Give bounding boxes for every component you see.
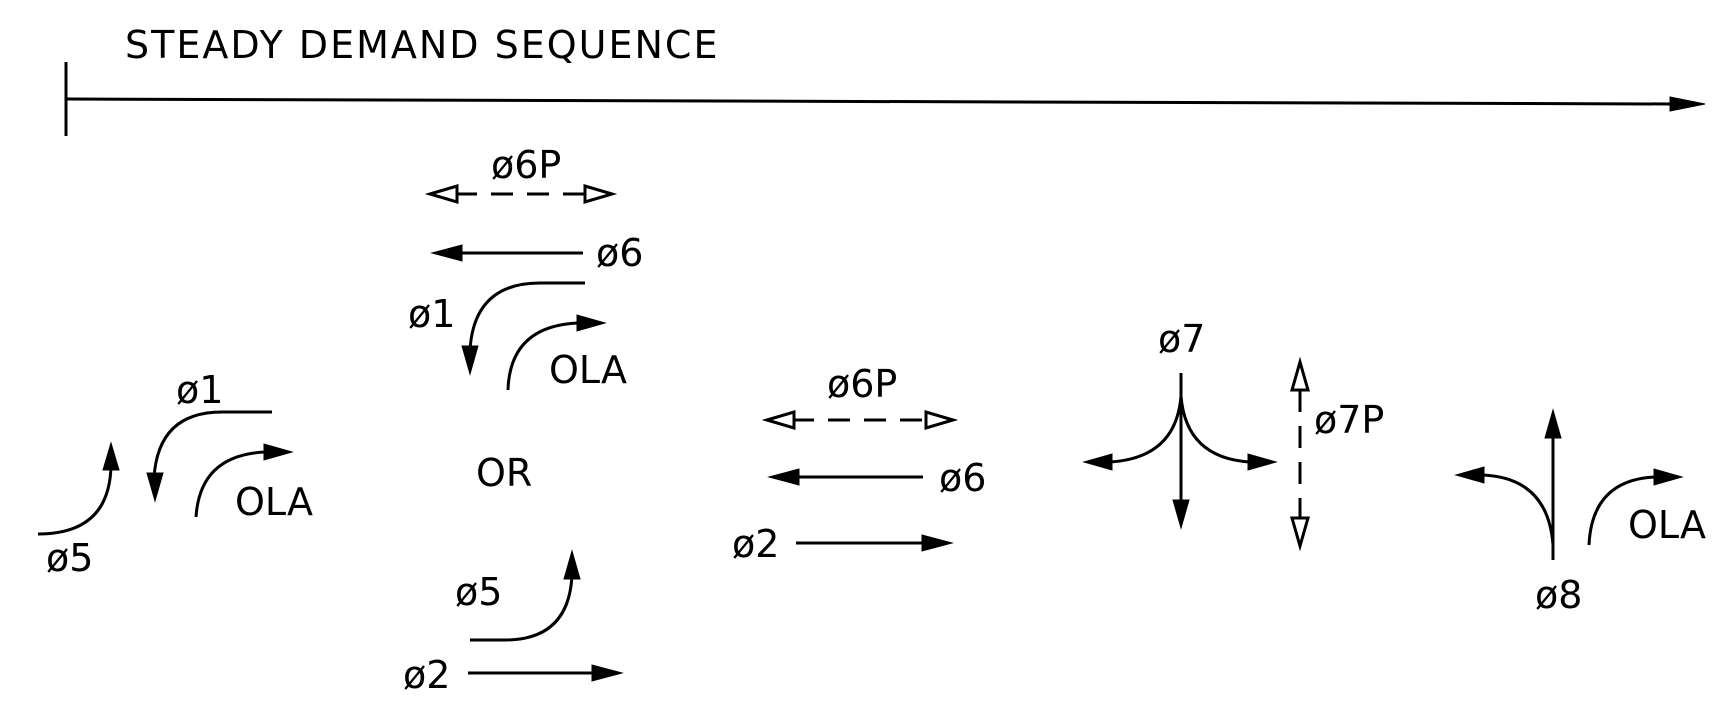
label-g4-phi7: ø7 [1158, 317, 1205, 361]
ped-arrowhead-up [1290, 356, 1310, 392]
left-turn-arrow-phi5 [37, 464, 113, 536]
overlap-arrowhead [263, 443, 294, 461]
label-g1-ola: OLA [235, 480, 313, 524]
label-g1-phi1: ø1 [176, 368, 223, 412]
overlap-arrowhead [1653, 468, 1684, 486]
ped-arrowhead-down [1290, 516, 1310, 552]
phi7-down-arrowhead [1172, 499, 1190, 530]
label-g3-phi6p: ø6P [827, 362, 897, 406]
label-g2-phi5: ø5 [455, 570, 502, 614]
overlap-right-turn-arrow [194, 450, 266, 518]
ped-arrowhead-left [761, 409, 796, 431]
label-g3-phi6: ø6 [939, 456, 986, 500]
label-g3-phi2: ø2 [732, 522, 779, 566]
phi7-right-turn-arrowhead [1082, 453, 1113, 471]
phase-group-5: ø8 OLA [1454, 408, 1706, 617]
ped-arrowhead-right [583, 183, 618, 205]
phi8-left-turn-arrowhead [1454, 466, 1485, 484]
phi7-left-turn-arrowhead [1247, 453, 1278, 471]
left-turn-arrow-phi5 [470, 574, 574, 642]
phi6-arrowhead [430, 244, 463, 262]
phi2-arrowhead [591, 664, 624, 682]
right-turn-arrow-phi7 [1109, 395, 1183, 464]
overlap-arrowhead [576, 314, 607, 332]
phi1-arrowhead [461, 345, 479, 376]
phi5-arrowhead [563, 549, 581, 580]
label-g2-phi6: ø6 [596, 231, 643, 275]
phi5-arrowhead [102, 441, 120, 471]
phase-group-2: ø6P ø6 ø1 OLA OR ø5 ø2 [403, 143, 643, 697]
phi2-arrowhead [921, 534, 954, 552]
label-g2-phi1: ø1 [408, 292, 455, 336]
left-turn-arrow-phi1 [152, 410, 272, 479]
label-g1-phi5: ø5 [46, 536, 93, 580]
left-turn-arrow-phi1 [468, 281, 585, 351]
overlap-right-turn-arrow [506, 321, 579, 391]
label-g5-phi8: ø8 [1535, 573, 1582, 617]
overlap-right-turn-arrow [1587, 475, 1656, 546]
phase-group-3: ø6P ø6 ø2 [732, 362, 986, 566]
ped-arrowhead-left [424, 183, 459, 205]
label-g2-phi6p: ø6P [491, 143, 561, 187]
label-g2-ola: OLA [549, 348, 627, 392]
label-g2-phi2: ø2 [403, 653, 450, 697]
timeline-line [65, 97, 1673, 106]
phi8-up-arrowhead [1544, 408, 1562, 439]
phase-group-1: ø1 OLA ø5 [37, 368, 313, 580]
left-turn-arrow-phi8 [1482, 473, 1555, 546]
label-g5-ola: OLA [1628, 503, 1706, 547]
label-or: OR [476, 451, 532, 495]
timeline-arrowhead [1669, 96, 1706, 112]
label-g4-phi7p: ø7P [1314, 398, 1384, 442]
phase-group-4: ø7 ø7P [1082, 317, 1384, 552]
left-turn-arrowhead [146, 472, 164, 503]
phi6-arrowhead [767, 468, 800, 486]
diagram-title: STEADY DEMAND SEQUENCE [125, 23, 719, 67]
ped-arrowhead-right [924, 409, 959, 431]
left-turn-arrow-phi7 [1179, 395, 1251, 464]
